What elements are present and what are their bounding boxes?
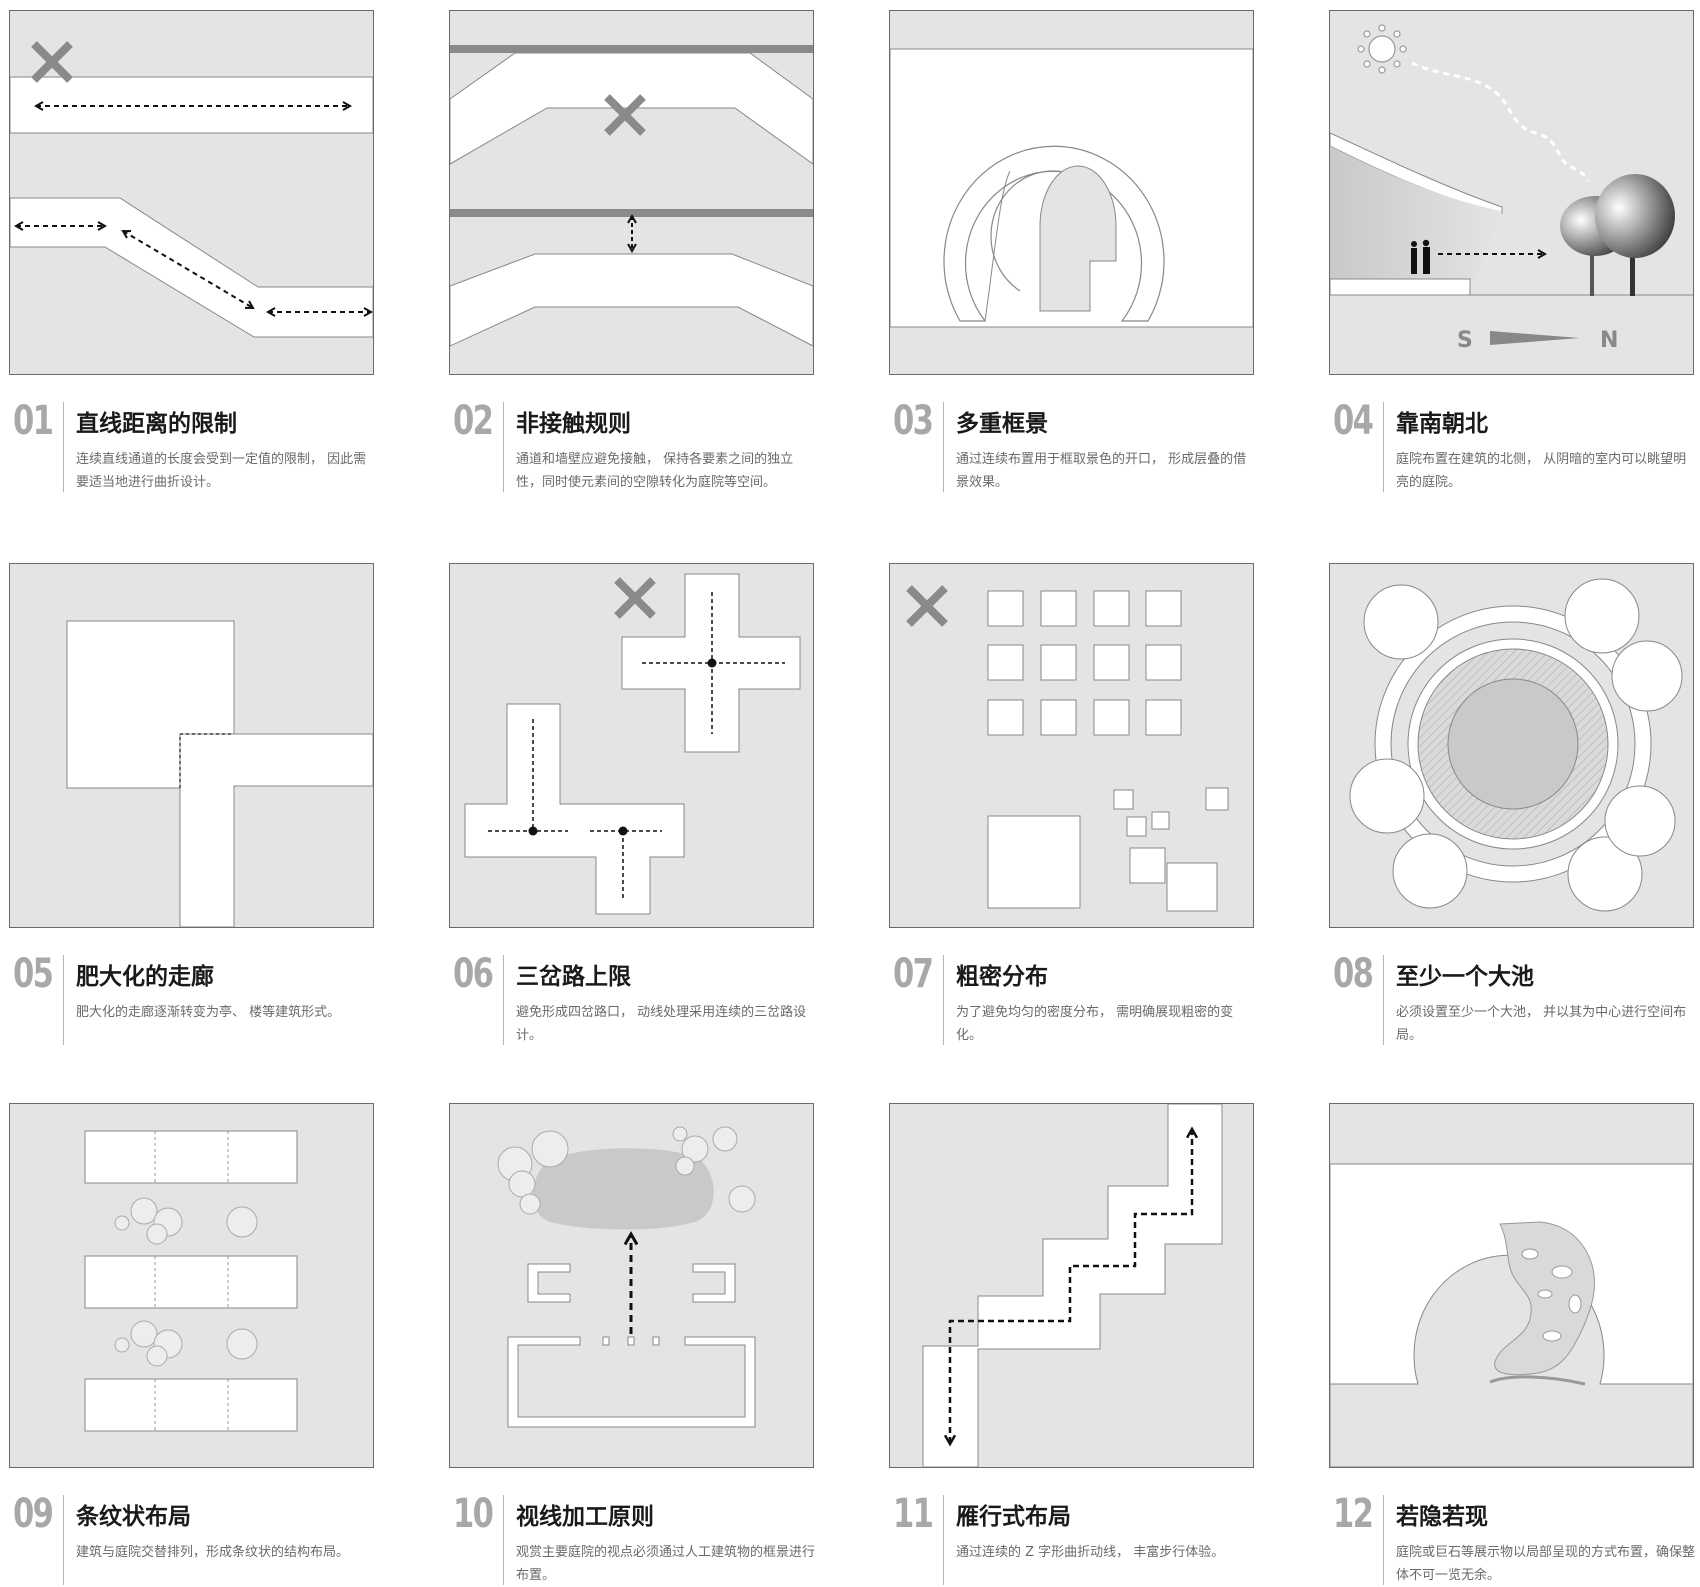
- item-description: 通道和墙壁应避免接触， 保持各要素之间的独立性，同时使元素间的空隙转化为庭院等空…: [516, 452, 794, 490]
- staggered-layout-diagram: [922, 1104, 1223, 1467]
- diagram-04: S N: [1329, 10, 1694, 375]
- diagram-01: [9, 10, 374, 375]
- cross-icon: [31, 41, 73, 83]
- item-title: 三岔路上限: [516, 964, 631, 990]
- diagram-12: [1329, 1103, 1694, 1468]
- divider: [1383, 402, 1384, 492]
- item-description: 通过连续的 Z 字形曲折动线， 丰富步行体验。: [956, 1545, 1225, 1560]
- item-number: 07: [893, 951, 934, 997]
- three-way-junction-diagram: [464, 573, 801, 915]
- item-title: 直线距离的限制: [76, 411, 237, 437]
- divider: [63, 402, 64, 492]
- density-diagram: [906, 585, 1229, 912]
- item-number: 12: [1333, 1491, 1374, 1537]
- diagram-11: [889, 1103, 1254, 1468]
- divider: [503, 1495, 504, 1585]
- card-05: 05 肥大化的走廊 肥大化的走廊逐渐转变为亭、 楼等建筑形式。: [9, 563, 374, 1045]
- view-framing-diagram: [497, 1126, 756, 1428]
- diagram-06: [449, 563, 814, 928]
- divider: [1383, 1495, 1384, 1585]
- enlarged-corridor-diagram: [66, 620, 373, 927]
- straight-distance-diagram: [10, 41, 373, 338]
- diagram-09: [9, 1103, 374, 1468]
- item-title: 多重框景: [956, 411, 1048, 437]
- divider: [63, 1495, 64, 1585]
- item-description: 庭院或巨石等展示物以局部呈现的方式布置，确保整体不可一览无余。: [1396, 1545, 1696, 1583]
- item-title: 至少一个大池: [1396, 964, 1534, 990]
- card-08: 08 至少一个大池 必须设置至少一个大池， 并以其为中心进行空间布局。: [1329, 563, 1694, 1045]
- item-number: 05: [13, 951, 54, 997]
- diagram-03: [889, 10, 1254, 375]
- divider: [503, 402, 504, 492]
- item-number: 10: [453, 1491, 494, 1537]
- stripe-layout-diagram: [84, 1130, 298, 1432]
- item-description: 建筑与庭院交替排列，形成条纹状的结构布局。: [76, 1545, 350, 1560]
- card-02: 02 非接触规则 通道和墙壁应避免接触， 保持各要素之间的独立性，同时使元素间的…: [449, 10, 814, 492]
- central-pond-diagram: [1349, 578, 1683, 912]
- item-number: 02: [453, 398, 494, 444]
- divider: [943, 402, 944, 492]
- item-title: 肥大化的走廊: [76, 964, 214, 990]
- card-09: 09 条纹状布局 建筑与庭院交替排列，形成条纹状的结构布局。: [9, 1103, 374, 1585]
- cross-icon: [614, 577, 656, 619]
- card-10: 10 视线加工原则 观赏主要庭院的视点必须通过人工建筑物的框景进行布置。: [449, 1103, 815, 1585]
- item-number: 08: [1333, 951, 1374, 997]
- non-contact-diagram: [450, 45, 813, 347]
- zigzag-path: [10, 197, 373, 338]
- item-number: 04: [1333, 398, 1374, 444]
- item-title: 雁行式布局: [956, 1504, 1071, 1530]
- diagram-08: [1329, 563, 1694, 928]
- card-01: 01 直线距离的限制 连续直线通道的长度会受到一定值的限制， 因此需要适当地进行…: [9, 10, 374, 492]
- tree-icon: [1560, 174, 1675, 296]
- card-11: 11 雁行式布局 通过连续的 Z 字形曲折动线， 丰富步行体验。: [889, 1103, 1254, 1585]
- card-03: 03 多重框景 通过连续布置用于框取景色的开口， 形成层叠的借景效果。: [889, 10, 1254, 492]
- card-07: 07 粗密分布 为了避免均匀的密度分布， 需明确展现粗密的变化。: [889, 563, 1254, 1045]
- item-description: 通过连续布置用于框取景色的开口， 形成层叠的借景效果。: [956, 452, 1247, 490]
- item-number: 11: [893, 1491, 934, 1537]
- divider: [1383, 955, 1384, 1045]
- north-label: N: [1600, 328, 1618, 353]
- item-title: 若隐若现: [1396, 1504, 1488, 1530]
- diagram-05: [9, 563, 374, 928]
- item-description: 庭院布置在建筑的北侧， 从阴暗的室内可以眺望明亮的庭院。: [1396, 452, 1687, 490]
- item-title: 视线加工原则: [516, 1504, 654, 1530]
- layered-frames-diagram: [890, 48, 1253, 328]
- item-description: 观赏主要庭院的视点必须通过人工建筑物的框景进行布置。: [516, 1545, 816, 1583]
- item-title: 非接触规则: [516, 411, 631, 437]
- cross-icon: [906, 585, 948, 627]
- item-description: 肥大化的走廊逐渐转变为亭、 楼等建筑形式。: [76, 1005, 341, 1020]
- card-06: 06 三岔路上限 避免形成四岔路口， 动线处理采用连续的三岔路设计。: [449, 563, 814, 1045]
- divider: [943, 1495, 944, 1585]
- diagram-10: [449, 1103, 814, 1468]
- divider: [943, 955, 944, 1045]
- item-description: 必须设置至少一个大池， 并以其为中心进行空间布局。: [1396, 1005, 1687, 1043]
- card-04: S N 04 靠南朝北 庭院布置在建筑的北侧， 从阴暗的室内可以眺望明亮的庭院。: [1329, 10, 1694, 492]
- item-description: 避免形成四岔路口， 动线处理采用连续的三岔路设计。: [516, 1005, 807, 1043]
- item-title: 靠南朝北: [1396, 411, 1488, 437]
- divider: [63, 955, 64, 1045]
- diagram-02: [449, 10, 814, 375]
- sun-icon: [1357, 24, 1407, 74]
- item-description: 连续直线通道的长度会受到一定值的限制， 因此需要适当地进行曲折设计。: [76, 452, 367, 490]
- item-title: 粗密分布: [956, 964, 1048, 990]
- south-north-diagram: S N: [1330, 24, 1693, 374]
- cross-icon: [604, 94, 646, 136]
- item-number: 03: [893, 398, 934, 444]
- partial-reveal-diagram: [1330, 1163, 1693, 1467]
- diagram-07: [889, 563, 1254, 928]
- item-number: 06: [453, 951, 494, 997]
- item-title: 条纹状布局: [76, 1504, 191, 1530]
- divider: [503, 955, 504, 1045]
- south-label: S: [1457, 328, 1473, 353]
- card-12: 12 若隐若现 庭院或巨石等展示物以局部呈现的方式布置，确保整体不可一览无余。: [1329, 1103, 1695, 1585]
- item-description: 为了避免均匀的密度分布， 需明确展现粗密的变化。: [956, 1005, 1234, 1043]
- item-number: 09: [13, 1491, 54, 1537]
- people-icon: [1411, 239, 1430, 274]
- item-number: 01: [13, 398, 54, 444]
